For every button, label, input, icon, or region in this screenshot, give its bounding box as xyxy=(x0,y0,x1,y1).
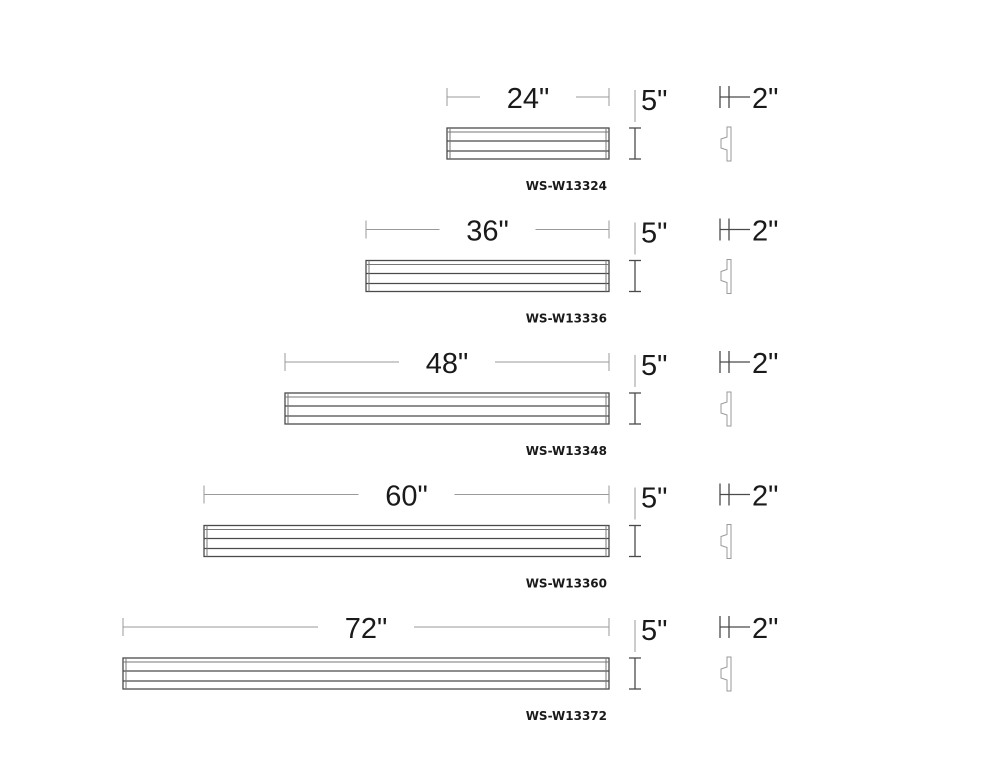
model-number: WS-W13372 xyxy=(526,709,607,723)
fixture-outline xyxy=(365,259,610,293)
depth-dimension: 2" xyxy=(719,481,778,559)
length-label: 36" xyxy=(466,216,509,248)
length-dimension: 72" xyxy=(122,613,610,645)
depth-dimension: 2" xyxy=(719,83,778,162)
fixture-outline xyxy=(446,127,610,160)
side-profile-icon xyxy=(720,656,732,692)
model-number: WS-W13336 xyxy=(526,312,607,326)
height-label: 5" xyxy=(641,483,667,515)
height-label: 5" xyxy=(641,615,667,647)
fixture-front-view xyxy=(446,127,610,160)
length-label: 60" xyxy=(385,481,428,513)
fixture-front-view xyxy=(284,392,610,425)
height-dimension: 5" xyxy=(629,218,667,293)
depth-label: 2" xyxy=(752,348,778,380)
fixture-row: 36" 5" 2" WS-W13336 xyxy=(365,216,778,326)
length-label: 48" xyxy=(426,348,469,380)
height-dimension: 5" xyxy=(629,615,667,690)
fixture-row: 60" 5" 2" WS-W13360 xyxy=(203,481,778,591)
height-dimension: 5" xyxy=(629,85,667,160)
fixture-row: 72" 5" 2" WS-W13372 xyxy=(122,613,778,723)
length-dimension: 36" xyxy=(365,216,610,248)
depth-label: 2" xyxy=(752,481,778,513)
fixture-front-view xyxy=(203,524,610,558)
length-dimension: 48" xyxy=(284,348,610,380)
height-dimension: 5" xyxy=(629,483,667,558)
fixture-outline xyxy=(284,392,610,425)
depth-label: 2" xyxy=(752,83,778,115)
depth-dimension: 2" xyxy=(719,216,778,294)
depth-label: 2" xyxy=(752,216,778,248)
length-label: 24" xyxy=(507,83,550,115)
side-profile-icon xyxy=(720,524,732,559)
model-number: WS-W13360 xyxy=(526,577,607,591)
fixture-front-view xyxy=(365,259,610,293)
height-dimension: 5" xyxy=(629,350,667,425)
fixture-row: 48" 5" 2" WS-W13348 xyxy=(284,348,778,458)
model-number: WS-W13348 xyxy=(526,444,607,458)
fixture-front-view xyxy=(122,657,610,690)
depth-dimension: 2" xyxy=(719,348,778,427)
height-label: 5" xyxy=(641,350,667,382)
depth-label: 2" xyxy=(752,613,778,645)
side-profile-icon xyxy=(720,259,732,294)
length-dimension: 24" xyxy=(446,83,610,115)
height-label: 5" xyxy=(641,218,667,250)
fixture-outline xyxy=(203,524,610,558)
side-profile-icon xyxy=(720,391,732,427)
depth-dimension: 2" xyxy=(719,613,778,692)
model-number: WS-W13324 xyxy=(526,179,607,193)
fixture-row: 24" 5" 2" WS-W13324 xyxy=(446,83,778,193)
length-dimension: 60" xyxy=(203,481,610,513)
length-label: 72" xyxy=(345,613,388,645)
side-profile-icon xyxy=(720,126,732,162)
fixture-outline xyxy=(122,657,610,690)
height-label: 5" xyxy=(641,85,667,117)
